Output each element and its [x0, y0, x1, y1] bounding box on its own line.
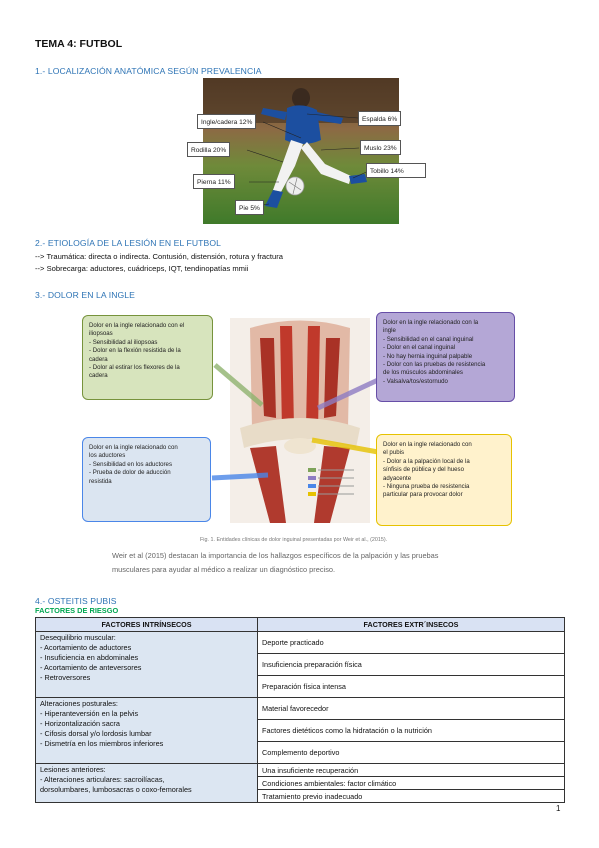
intrinsic-line: - Retroversores: [40, 673, 91, 682]
intrinsic-line: - Horizontalización sacra: [40, 719, 120, 728]
box-canal-inguinal: Dolor en la ingle relacionado con la ing…: [376, 312, 515, 402]
header-intrinsic: FACTORES INTRÍNSECOS: [35, 617, 258, 632]
arrow-green: [213, 363, 264, 407]
section-heading-dolor-ingle: 3.- DOLOR EN LA INGLE: [35, 290, 136, 300]
pubis-line: sínfisis de pública y del hueso: [383, 466, 464, 474]
weir-text-line1: Weir et al (2015) destacan la importanci…: [112, 551, 439, 560]
intrinsic-line: - Dismetría en los miembros inferiores: [40, 739, 164, 748]
label-rodilla: Rodilla 20%: [187, 142, 231, 157]
intrinsic-cell: Alteraciones posturales: - Hiperantevers…: [35, 697, 258, 764]
iliopsoas-line: - Dolor al estirar los flexores de la: [89, 364, 180, 372]
aductores-line: resistida: [89, 477, 112, 485]
intrinsic-line: dorsolumbares, lumbosacras o coxo-femora…: [40, 785, 192, 794]
etiology-traumatica-text: directa o indirecta. Contusión, distensi…: [86, 252, 283, 261]
label-ingle-cadera: Ingle/cadera 12%: [197, 114, 257, 129]
pubis-line: el pubis: [383, 449, 405, 457]
label-pie: Pie 5%: [235, 200, 264, 215]
etiology-sobrecarga-label: --> Sobrecarga:: [35, 264, 88, 273]
football-player-photo: Ingle/cadera 12% Espalda 6% Rodilla 20% …: [187, 78, 402, 224]
arrow-blue: [211, 472, 269, 481]
intrinsic-line: Alteraciones posturales:: [40, 699, 118, 708]
label-tobillo: Tobillo 14%: [366, 163, 426, 178]
iliopsoas-line: - Sensibilidad al iliopsoas: [89, 338, 158, 346]
weir-text-line2: musculares para ayudar al médico a reali…: [112, 565, 336, 574]
risk-factors-subheading: FACTORES DE RIESGO: [35, 606, 119, 615]
box-pubis: Dolor en la ingle relacionado con el pub…: [376, 434, 512, 526]
intrinsic-line: - Hiperanteversión en la pelvis: [40, 709, 139, 718]
iliopsoas-line: cadera: [89, 372, 108, 380]
pubis-line: - Ninguna prueba de resistencia: [383, 483, 470, 491]
pubis-line: Dolor en la ingle relacionado con: [383, 441, 472, 448]
inguinal-line: - Valsalva/tos/estornudo: [383, 377, 448, 385]
etiology-traumatica-label: --> Traumática:: [35, 252, 87, 261]
intrinsic-line: - Insuficiencia en abdominales: [40, 653, 139, 662]
section-heading-localizacion: 1.- LOCALIZACIÓN ANATÓMICA SEGÚN PREVALE…: [35, 66, 262, 76]
header-extrinsic: FACTORES EXTR´INSECOS: [257, 617, 565, 632]
inguinal-line: de los músculos abdominales: [383, 369, 463, 377]
pubis-line: particular para provocar dolor: [383, 491, 463, 499]
label-muslo: Muslo 23%: [360, 140, 401, 155]
extrinsic-cell: Factores dietéticos como la hidratación …: [257, 719, 565, 742]
page-number: 1: [556, 804, 561, 813]
iliopsoas-line: - Dolor en la flexión resistida de la: [89, 347, 181, 355]
aductores-line: Dolor en la ingle relacionado con: [89, 444, 178, 451]
aductores-line: - Sensibilidad en los aductores: [89, 460, 172, 468]
iliopsoas-line: Dolor en la ingle relacionado con el: [89, 322, 185, 329]
pubis-line: - Dolor a la palpación local de la: [383, 457, 470, 465]
section-heading-osteitis: 4.- OSTEITIS PUBIS: [35, 596, 117, 606]
arrow-purple: [316, 377, 380, 411]
inguinal-line: ingle: [383, 327, 396, 335]
pelvis-anatomy-image: [230, 318, 370, 523]
intrinsic-line: - Acortamiento de aductores: [40, 643, 132, 652]
inguinal-line: - No hay hernia inguinal palpable: [383, 352, 473, 360]
section-heading-etiologia: 2.- ETIOLOGÍA DE LA LESIÓN EN EL FUTBOL: [35, 238, 222, 248]
iliopsoas-line: iliopsoas: [89, 330, 113, 338]
inguinal-line: - Dolor con las pruebas de resistencia: [383, 361, 486, 369]
page-title: TEMA 4: FUTBOL: [35, 38, 123, 50]
box-iliopsoas: Dolor en la ingle relacionado con el ili…: [82, 315, 213, 400]
intrinsic-line: Desequilibrio muscular:: [40, 633, 116, 642]
extrinsic-cell: Complemento deportivo: [257, 741, 565, 764]
figure-caption: Fig. 1. Entidades clínicas de dolor ingu…: [200, 537, 388, 543]
intrinsic-cell: Desequilibrio muscular: - Acortamiento d…: [35, 631, 258, 698]
iliopsoas-line: cadera: [89, 355, 108, 363]
extrinsic-cell: Preparación física intensa: [257, 675, 565, 698]
aductores-line: los aductores: [89, 452, 126, 460]
intrinsic-line: - Acortamiento de anteversores: [40, 663, 142, 672]
box-aductores: Dolor en la ingle relacionado con los ad…: [82, 437, 211, 522]
extrinsic-cell: Una insuficiente recuperación: [257, 763, 565, 777]
etiology-line-sobrecarga: --> Sobrecarga: aductores, cuádriceps, I…: [35, 264, 248, 273]
intrinsic-cell: Lesiones anteriores: - Alteraciones arti…: [35, 763, 258, 803]
label-pierna: Pierna 11%: [193, 174, 235, 189]
intrinsic-line: Lesiones anteriores:: [40, 765, 106, 774]
inguinal-line: Dolor en la ingle relacionado con la: [383, 319, 479, 326]
intrinsic-line: - Cifosis dorsal y/o lordosis lumbar: [40, 729, 152, 738]
extrinsic-cell: Tratamiento previo inadecuado: [257, 789, 565, 803]
extrinsic-cell: Insuficiencia preparación física: [257, 653, 565, 676]
extrinsic-cell: Deporte practicado: [257, 631, 565, 654]
inguinal-line: - Dolor en el canal inguinal: [383, 344, 456, 352]
etiology-sobrecarga-text: aductores, cuádriceps, IQT, tendinopatía…: [87, 264, 249, 273]
inguinal-line: - Sensibilidad en el canal inguinal: [383, 335, 474, 343]
extrinsic-cell: Material favorecedor: [257, 697, 565, 720]
arrow-yellow: [311, 437, 379, 455]
aductores-line: - Prueba de dolor de aducción: [89, 469, 171, 477]
etiology-line-traumatica: --> Traumática: directa o indirecta. Con…: [35, 252, 283, 261]
pubis-line: adyacente: [383, 474, 412, 482]
risk-factors-table: FACTORES INTRÍNSECOS FACTORES EXTR´INSEC…: [35, 617, 565, 803]
label-espalda: Espalda 6%: [358, 111, 402, 126]
extrinsic-cell: Condiciones ambientales: factor climátic…: [257, 776, 565, 790]
intrinsic-line: - Alteraciones articulares: sacroilíacas…: [40, 775, 165, 784]
pelvis-anatomy-figure: [230, 318, 370, 523]
